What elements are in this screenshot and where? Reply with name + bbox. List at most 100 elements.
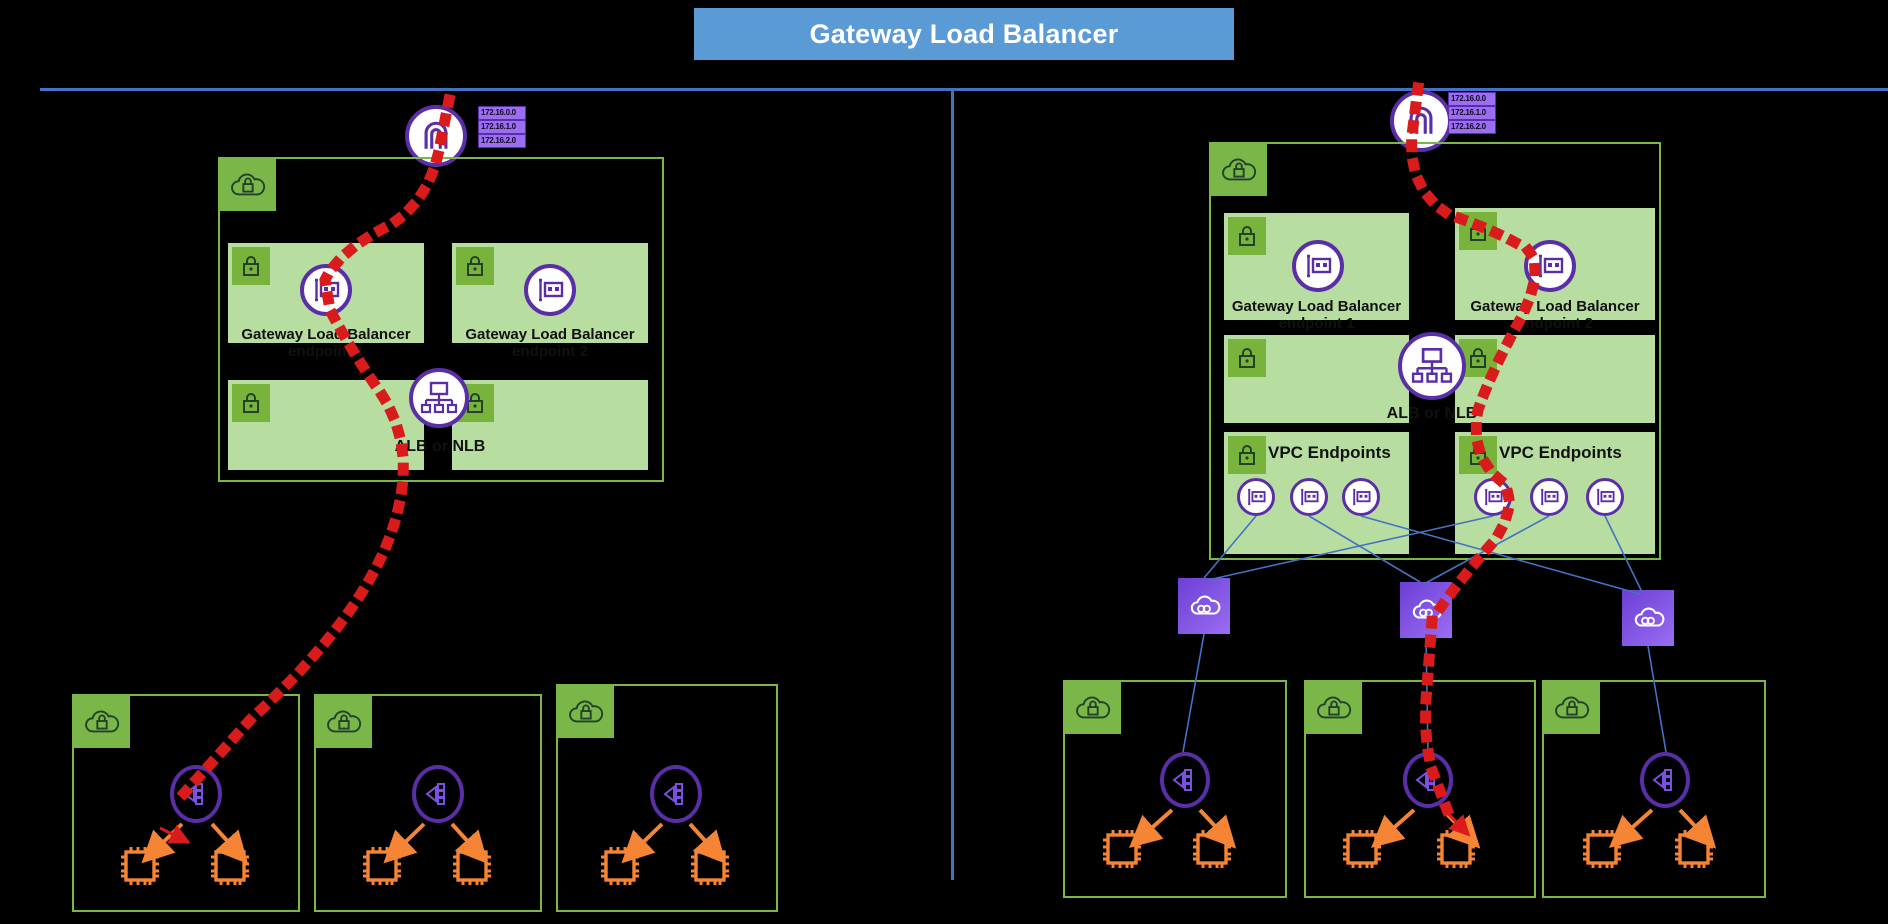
appliance-instance-icon	[598, 845, 642, 887]
vpc-cloud-lock-icon	[220, 159, 276, 211]
gwlb-glyph	[183, 783, 203, 805]
subnet-label: Gateway Load Balancer endpoint 2	[1470, 298, 1640, 333]
vpc-cloud-lock-icon	[316, 696, 372, 748]
cloud-lock-glyph	[1076, 696, 1111, 719]
gwlb-glyph	[1172, 769, 1192, 791]
appliance-vpc-right-1	[1063, 680, 1287, 898]
vpc-cloud-lock-icon	[1211, 144, 1267, 196]
chip-glyph	[1437, 830, 1475, 868]
vpc-endpoint-glyph	[1485, 488, 1503, 506]
gwlb-glyph	[1652, 769, 1672, 791]
chip-glyph	[121, 847, 159, 885]
chip-glyph	[1583, 830, 1621, 868]
vpc-endpoint-glyph	[315, 278, 340, 302]
vpc-endpoint-glyph	[539, 278, 564, 302]
lock-icon	[1228, 339, 1266, 377]
panel-divider	[951, 90, 954, 880]
internet-gateway-glyph	[424, 121, 448, 149]
cidr-tag: 172.16.1.0	[478, 120, 526, 134]
gateway-load-balancer-icon	[1160, 752, 1210, 808]
vpc-cloud-lock-icon	[74, 696, 130, 748]
subnet-label: Gateway Load Balancer endpoint 1	[241, 326, 411, 361]
appliance-instance-icon	[1434, 828, 1478, 870]
lock-glyph	[467, 256, 483, 276]
chip-glyph	[691, 847, 729, 885]
vpc-endpoint-glyph	[1353, 488, 1371, 506]
lock-icon	[1228, 217, 1266, 255]
appliance-instance-icon	[1190, 828, 1234, 870]
appliance-instance-icon	[1672, 828, 1716, 870]
cloud-lock-glyph	[1555, 696, 1590, 719]
cloud-lock-glyph	[327, 710, 362, 733]
vpc-endpoint-glyph	[1597, 488, 1615, 506]
appliance-instance-icon	[450, 845, 494, 887]
subnet-label: Gateway Load Balancer endpoint 2	[465, 326, 635, 361]
gateway-load-balancer-icon	[1403, 752, 1453, 808]
lock-icon	[1459, 212, 1497, 250]
cidr-tag: 172.16.2.0	[1448, 120, 1496, 134]
vpc-cloud-lock-icon	[558, 686, 614, 738]
cloud-lock-glyph	[1317, 696, 1352, 719]
privatelink-glyph	[1412, 599, 1443, 619]
gateway-load-balancer-icon	[170, 765, 222, 823]
privatelink-icon	[1178, 578, 1230, 634]
vpc-endpoint-glyph	[1248, 488, 1266, 506]
vpc-endpoint-icon	[1342, 478, 1380, 516]
vpc-endpoint-glyph	[1301, 488, 1319, 506]
chip-glyph	[1675, 830, 1713, 868]
appliance-instance-icon	[360, 845, 404, 887]
lock-icon	[1228, 436, 1266, 474]
privatelink-icon	[1622, 590, 1674, 646]
vpc-cloud-lock-icon	[1544, 682, 1600, 734]
vpc-endpoint-glyph	[1307, 254, 1332, 278]
appliance-vpc-left-3	[556, 684, 778, 912]
lock-icon	[232, 384, 270, 422]
lock-glyph	[243, 256, 259, 276]
privatelink-glyph	[1190, 595, 1221, 615]
cloud-lock-glyph	[569, 700, 604, 723]
appliance-instance-icon	[118, 845, 162, 887]
lock-icon	[232, 247, 270, 285]
gateway-load-balancer-icon	[412, 765, 464, 823]
cloud-lock-glyph	[231, 173, 266, 196]
vpc-endpoints-label: VPC Endpoints	[1268, 443, 1391, 462]
vpc-endpoint-icon	[1290, 478, 1328, 516]
vpc-endpoint-icon	[1524, 240, 1576, 292]
lock-glyph	[1239, 348, 1255, 368]
vpc-endpoint-icon	[1474, 478, 1512, 516]
vpc-cloud-lock-icon	[1306, 682, 1362, 734]
vpc-endpoint-icon	[524, 264, 576, 316]
cidr-tag: 172.16.0.0	[1448, 92, 1496, 106]
vpc-endpoint-glyph	[1541, 488, 1559, 506]
lock-icon	[1459, 436, 1497, 474]
gwlb-glyph	[663, 783, 683, 805]
cidr-tag: 172.16.1.0	[1448, 106, 1496, 120]
lb-label: ALB or NLB	[394, 438, 486, 455]
load-balancer-glyph	[420, 381, 458, 414]
lock-glyph	[1239, 445, 1255, 465]
chip-glyph	[601, 847, 639, 885]
load-balancer-icon	[409, 368, 469, 428]
chip-glyph	[363, 847, 401, 885]
page-title-text: Gateway Load Balancer	[809, 18, 1119, 49]
lock-glyph	[243, 393, 259, 413]
gwlb-glyph	[1415, 769, 1435, 791]
header-divider	[40, 88, 1888, 91]
gateway-load-balancer-icon	[1640, 752, 1690, 808]
lock-glyph	[1470, 221, 1486, 241]
vpc-endpoint-glyph	[1539, 254, 1564, 278]
lock-glyph	[467, 393, 483, 413]
chip-glyph	[211, 847, 249, 885]
subnet-label: Gateway Load Balancer endpoint 1	[1231, 298, 1402, 333]
load-balancer-icon	[1398, 332, 1466, 400]
lock-glyph	[1239, 226, 1255, 246]
vpc-endpoints-label: VPC Endpoints	[1499, 443, 1622, 462]
appliance-instance-icon	[688, 845, 732, 887]
cidr-tag: 172.16.0.0	[478, 106, 526, 120]
vpc-endpoint-icon	[1237, 478, 1275, 516]
privatelink-icon	[1400, 582, 1452, 638]
vpc-endpoint-icon	[1292, 240, 1344, 292]
page-title: Gateway Load Balancer	[694, 8, 1234, 60]
vpc-endpoint-icon	[1530, 478, 1568, 516]
privatelink-glyph	[1634, 607, 1665, 627]
